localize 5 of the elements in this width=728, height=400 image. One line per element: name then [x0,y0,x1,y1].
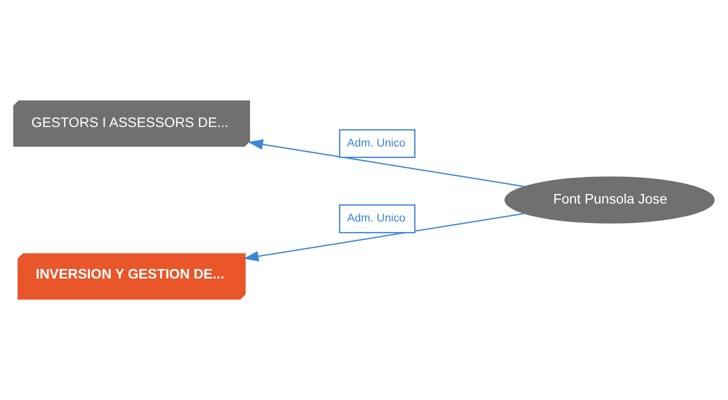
arrow [244,212,525,262]
arrow [248,139,525,188]
node-ellipse: Font Punsola Jose [504,176,715,224]
edge-label: Adm. Unico [347,137,406,150]
edge-label: Adm. Unico [347,212,406,225]
